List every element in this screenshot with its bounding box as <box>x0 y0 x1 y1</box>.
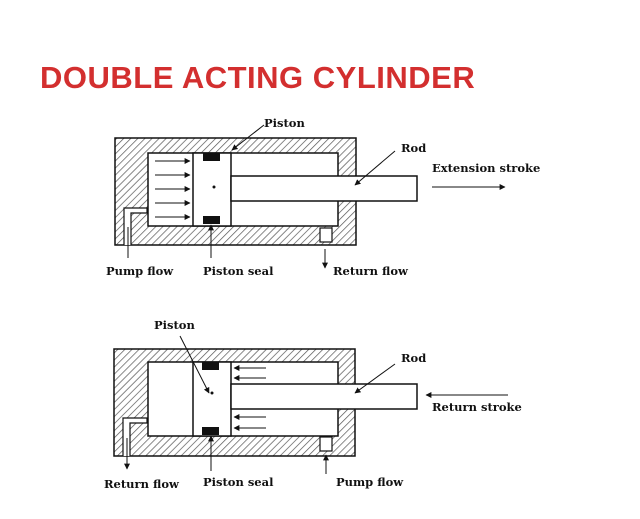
retraction-rod-label: Rod <box>401 351 427 365</box>
extension-seal-label: Piston seal <box>203 264 274 278</box>
retraction-fluid-arrows <box>233 365 266 431</box>
extension-rod-label: Rod <box>401 141 427 155</box>
retraction-inlet-port <box>319 436 333 452</box>
extension-piston-label: Piston <box>264 116 305 130</box>
extension-outlet-label: Return flow <box>333 264 408 278</box>
page-title: DOUBLE ACTING CYLINDER <box>40 60 476 95</box>
retraction-piston-seal-top <box>202 362 219 370</box>
retraction-inlet-label: Pump flow <box>336 475 404 489</box>
extension-cylinder <box>114 124 506 269</box>
retraction-stroke-label: Return stroke <box>432 400 522 414</box>
extension-fluid-arrows <box>155 158 191 220</box>
retraction-seal-label: Piston seal <box>203 475 274 489</box>
retraction-piston-label: Piston <box>154 318 195 332</box>
extension-inlet-port <box>123 207 148 245</box>
extension-rod <box>230 175 418 202</box>
retraction-outlet-port <box>122 417 148 456</box>
extension-piston-seal-top <box>203 153 220 161</box>
extension-piston <box>192 152 232 227</box>
extension-inlet-label: Pump flow <box>106 264 174 278</box>
retraction-rod <box>230 383 418 410</box>
retraction-cylinder <box>113 335 508 474</box>
retraction-outlet-label: Return flow <box>104 477 179 491</box>
retraction-piston-seal-bottom <box>202 427 219 435</box>
extension-piston-seal-bottom <box>203 216 220 224</box>
extension-stroke-label: Extension stroke <box>432 161 541 175</box>
extension-outlet-port <box>319 227 333 243</box>
